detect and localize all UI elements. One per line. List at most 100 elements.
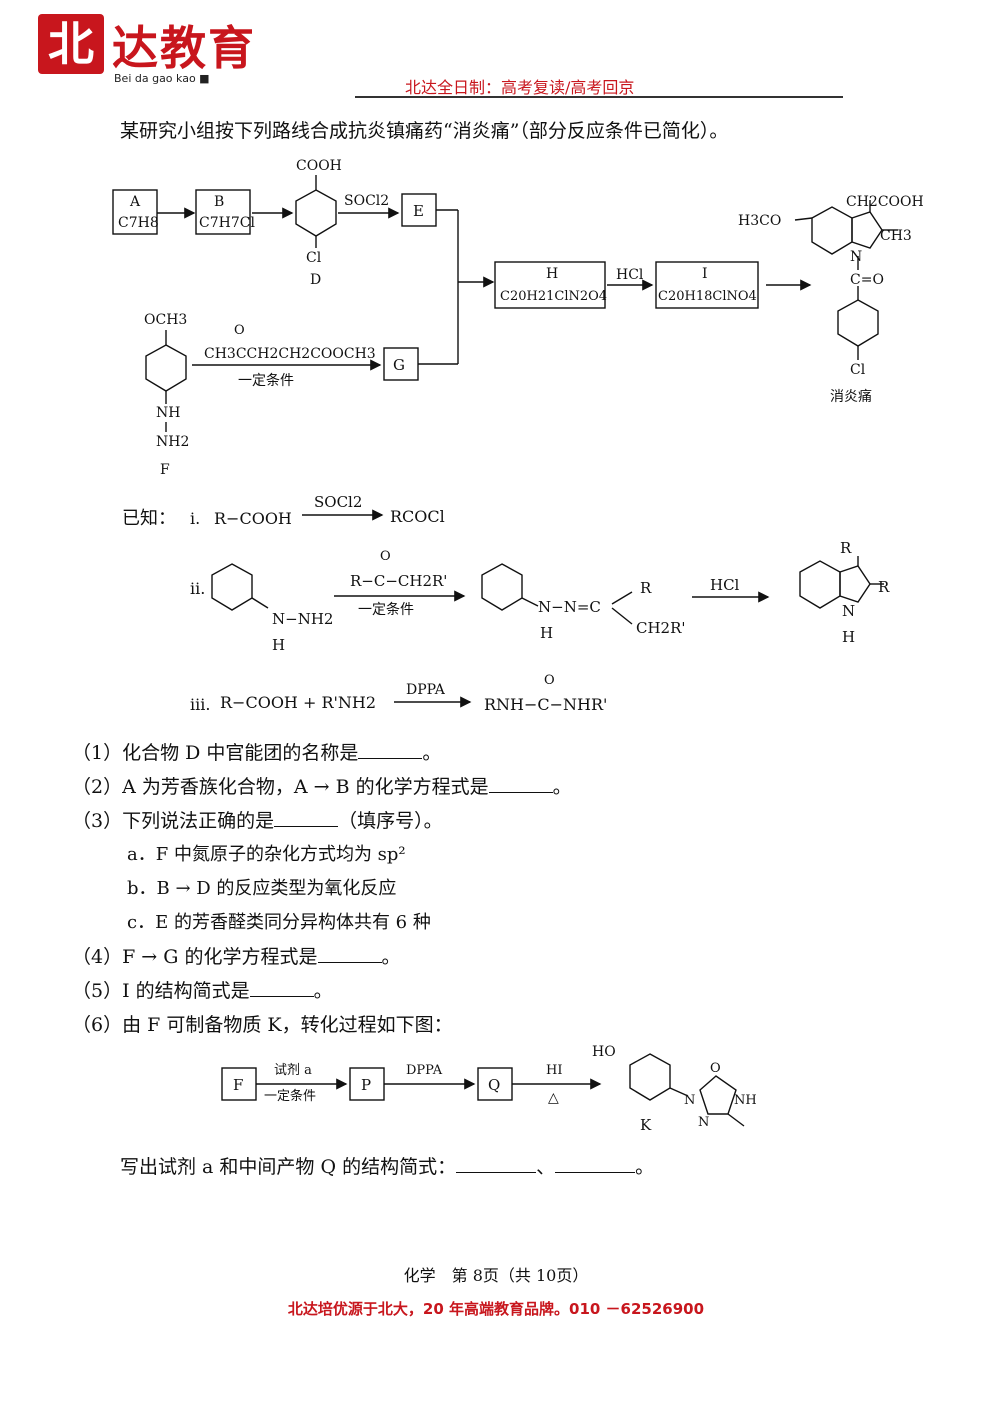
answer-blank-5[interactable] bbox=[249, 980, 314, 997]
known-ii-indole-pyrrole bbox=[839, 565, 871, 603]
product-benzene bbox=[811, 206, 853, 255]
product-k-triazolone bbox=[699, 1075, 737, 1115]
label-e: E bbox=[413, 202, 424, 220]
s6-nh: NH bbox=[734, 1093, 757, 1108]
ketone-oxygen: O bbox=[234, 323, 245, 338]
question-5: （5）I 的结构简式是。 bbox=[72, 980, 333, 1002]
product-carbonyl: C=O bbox=[850, 272, 884, 288]
box-i bbox=[655, 261, 759, 309]
answer-blank-1[interactable] bbox=[358, 742, 423, 759]
logo-text: 达教育 bbox=[112, 21, 256, 75]
formula-b: C7H7Cl bbox=[199, 215, 255, 231]
product-nitrogen: N bbox=[850, 249, 862, 265]
s6-p: P bbox=[361, 1076, 371, 1094]
known-ii-condition: 一定条件 bbox=[358, 601, 414, 618]
known-ii-oxygen: O bbox=[380, 549, 391, 564]
question-6-prompt: 写出试剂 a 和中间产物 Q 的结构简式：、。 bbox=[120, 1156, 655, 1178]
label-f: F bbox=[160, 462, 170, 478]
synthesis-route-diagram: A C7H8 B C7H7Cl COOH Cl D SOCl2 E OCH3 N… bbox=[112, 158, 924, 1134]
logo-subtitle: Bei da gao kao ■ bbox=[114, 72, 210, 85]
f-methoxy: OCH3 bbox=[144, 312, 187, 328]
label-a: A bbox=[129, 194, 141, 210]
known-i-number: i. bbox=[190, 509, 200, 528]
logo-mark: 北 bbox=[38, 14, 104, 74]
f-nh2: NH2 bbox=[156, 434, 189, 450]
known-ii-benzene-2 bbox=[481, 563, 523, 611]
s6-heat: △ bbox=[548, 1090, 559, 1106]
header-tagline: 北达全日制：高考复读/高考回京 bbox=[405, 78, 635, 97]
known-label: 已知： bbox=[122, 508, 176, 529]
product-name: 消炎痛 bbox=[830, 388, 872, 405]
answer-blank-6a[interactable] bbox=[456, 1156, 537, 1173]
known-iii-reagent: DPPA bbox=[406, 682, 446, 698]
label-g: G bbox=[393, 356, 405, 374]
known-ii-r: R bbox=[640, 579, 652, 597]
known-ii-h: H bbox=[272, 636, 285, 654]
known-ii-indole-r2: R bbox=[878, 578, 890, 596]
s6-n1: N bbox=[684, 1093, 695, 1108]
known-ii-indole-n: N bbox=[842, 602, 855, 620]
answer-blank-3[interactable] bbox=[274, 810, 339, 827]
d-chlorine: Cl bbox=[306, 250, 322, 266]
product-chlorophenyl bbox=[837, 299, 879, 347]
question-3: （3）下列说法正确的是（填序号）。 bbox=[72, 810, 443, 832]
s6-q: Q bbox=[488, 1076, 500, 1094]
question-intro: 某研究小组按下列路线合成抗炎镇痛药“消炎痛”（部分反应条件已简化）。 bbox=[120, 120, 729, 142]
label-h: H bbox=[546, 266, 558, 282]
product-methoxy: H3CO bbox=[738, 213, 781, 229]
formula-i: C20H18ClNO4 bbox=[658, 289, 757, 304]
header-divider bbox=[355, 96, 843, 98]
question-3-option-b: b．B → D 的反应类型为氧化反应 bbox=[127, 878, 397, 899]
product-methyl: CH3 bbox=[880, 228, 912, 244]
label-i: I bbox=[702, 266, 708, 282]
question-3-option-a: a．F 中氮原子的杂化方式均为 sp² bbox=[127, 844, 406, 865]
question-3-option-c: c．E 的芳香醛类同分异构体共有 6 种 bbox=[127, 912, 431, 933]
known-ii-indole-benzene bbox=[799, 560, 841, 609]
answer-blank-6b[interactable] bbox=[555, 1156, 636, 1173]
answer-blank-4[interactable] bbox=[317, 946, 382, 963]
answer-blank-2[interactable] bbox=[488, 776, 553, 793]
known-ii-indole-h: H bbox=[842, 628, 855, 646]
reagent-hcl: HCl bbox=[616, 267, 644, 283]
product-acetic-acid: CH2COOH bbox=[846, 194, 924, 210]
known-ii-hydrazone: N−N=C bbox=[538, 598, 601, 616]
known-iii-number: iii. bbox=[190, 695, 210, 714]
product-pyrrole bbox=[851, 211, 883, 249]
s6-condition: 一定条件 bbox=[264, 1088, 316, 1104]
product-k-benzene bbox=[629, 1053, 671, 1101]
reagent-socl2: SOCl2 bbox=[344, 193, 389, 209]
known-iii-right: RNH−C−NHR' bbox=[484, 695, 607, 714]
page-footer: 化学 第 8页（共 10页） bbox=[403, 1266, 589, 1285]
promo-footer: 北达培优源于北大，20 年高端教育品牌。010 －62526900 bbox=[287, 1300, 705, 1318]
known-iii-oxygen: O bbox=[544, 673, 555, 688]
known-ii-hcl: HCl bbox=[710, 576, 740, 594]
formula-a: C7H8 bbox=[118, 215, 159, 231]
formula-h: C20H21ClN2O4 bbox=[500, 289, 607, 304]
s6-hi: HI bbox=[546, 1063, 562, 1078]
known-i-left: R−COOH bbox=[214, 509, 292, 528]
ketone-reagent: CH3CCH2CH2COOCH3 bbox=[204, 346, 376, 362]
known-ii-benzene-1 bbox=[211, 563, 253, 611]
known-i-reagent: SOCl2 bbox=[314, 493, 362, 511]
box-b bbox=[195, 189, 251, 235]
product-chlorine: Cl bbox=[850, 362, 866, 378]
question-1: （1）化合物 D 中官能团的名称是。 bbox=[72, 742, 442, 764]
s6-dppa: DPPA bbox=[406, 1063, 443, 1078]
condition-text: 一定条件 bbox=[238, 372, 294, 389]
box-a bbox=[112, 189, 158, 235]
known-ii-indole-r1: R bbox=[840, 539, 852, 557]
benzene-d bbox=[295, 189, 337, 237]
known-ii-number: ii. bbox=[190, 579, 205, 598]
question-2: （2）A 为芳香族化合物，A → B 的化学方程式是。 bbox=[72, 776, 572, 798]
box-h bbox=[494, 261, 606, 309]
known-i-right: RCOCl bbox=[390, 507, 445, 526]
s6-hydroxyl: HO bbox=[592, 1044, 616, 1060]
question-4: （4）F → G 的化学方程式是。 bbox=[72, 946, 401, 968]
s6-reagent-a: 试剂 a bbox=[274, 1063, 312, 1078]
benzene-f bbox=[145, 344, 187, 392]
known-ii-ch2r: CH2R' bbox=[636, 619, 686, 637]
known-iii-left: R−COOH + R'NH2 bbox=[220, 693, 376, 712]
known-ii-reagent: R−C−CH2R' bbox=[350, 572, 447, 590]
label-d: D bbox=[310, 272, 321, 288]
s6-label-k: K bbox=[640, 1116, 652, 1134]
